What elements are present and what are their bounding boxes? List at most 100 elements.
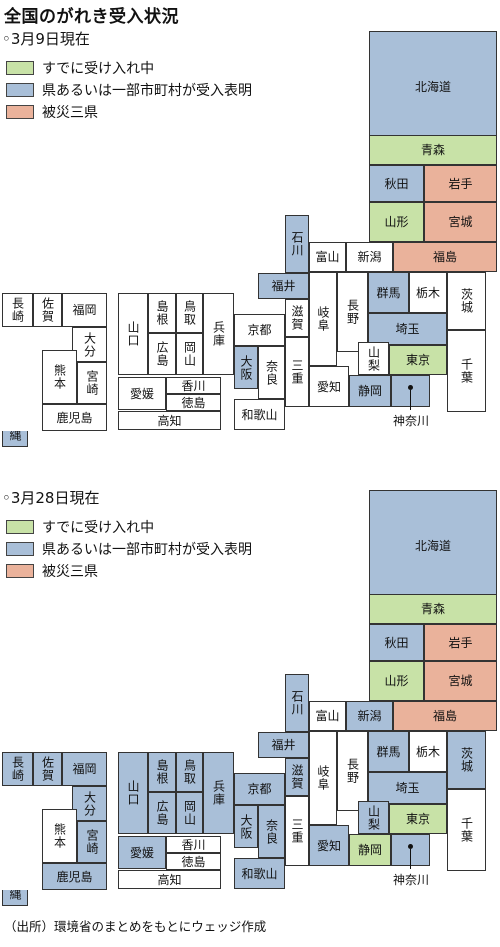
prefecture-tokyo[interactable]: 東京 <box>389 804 447 834</box>
prefecture-kagoshima[interactable]: 鹿児島 <box>42 404 107 431</box>
prefecture-kyoto[interactable]: 京都 <box>234 314 285 346</box>
map-section-march-9: ◦3月9日現在すでに受け入れ中県あるいは一部市町村が受入表明被災三県北海道青森秋… <box>0 28 500 488</box>
prefecture-nagano[interactable]: 長野 <box>337 731 368 811</box>
prefecture-kagoshima[interactable]: 鹿児島 <box>42 863 107 890</box>
prefecture-tochigi[interactable]: 栃木 <box>409 272 447 313</box>
prefecture-gunma[interactable]: 群馬 <box>368 272 409 313</box>
prefecture-aichi[interactable]: 愛知 <box>309 366 349 407</box>
prefecture-nagasaki[interactable]: 長崎 <box>2 293 33 327</box>
prefecture-hokkaido[interactable]: 北海道 <box>369 490 497 601</box>
prefecture-fukuoka[interactable]: 福岡 <box>62 293 107 327</box>
prefecture-kagawa[interactable]: 香川 <box>166 377 221 394</box>
prefecture-okayama[interactable]: 岡山 <box>176 792 203 834</box>
prefecture-tochigi[interactable]: 栃木 <box>409 731 447 772</box>
prefecture-ibaraki[interactable]: 茨城 <box>447 272 486 330</box>
prefecture-iwate[interactable]: 岩手 <box>424 165 497 202</box>
prefecture-wakayama[interactable]: 和歌山 <box>234 399 285 430</box>
prefecture-fukushima[interactable]: 福島 <box>393 242 497 272</box>
legend-swatch <box>6 83 34 97</box>
prefecture-akita[interactable]: 秋田 <box>369 624 424 661</box>
prefecture-miyagi[interactable]: 宮城 <box>424 661 497 701</box>
prefecture-mie[interactable]: 三重 <box>285 796 309 866</box>
prefecture-fukushima[interactable]: 福島 <box>393 701 497 731</box>
prefecture-hiroshima[interactable]: 広島 <box>148 792 176 834</box>
prefecture-tottori[interactable]: 鳥取 <box>176 293 203 333</box>
prefecture-miyazaki[interactable]: 宮崎 <box>77 821 107 863</box>
prefecture-shimane[interactable]: 島根 <box>148 293 176 333</box>
prefecture-oita[interactable]: 大分 <box>72 327 107 362</box>
prefecture-miyagi[interactable]: 宮城 <box>424 202 497 242</box>
prefecture-miyazaki[interactable]: 宮崎 <box>77 362 107 404</box>
prefecture-osaka[interactable]: 大阪 <box>234 805 258 848</box>
prefecture-aomori[interactable]: 青森 <box>369 135 497 165</box>
kanagawa-marker-dot <box>408 385 413 390</box>
prefecture-tokushima[interactable]: 徳島 <box>166 394 221 411</box>
prefecture-toyama[interactable]: 富山 <box>309 242 346 272</box>
prefecture-gifu[interactable]: 岐阜 <box>309 731 337 825</box>
prefecture-aichi[interactable]: 愛知 <box>309 825 349 866</box>
prefecture-mie[interactable]: 三重 <box>285 337 309 407</box>
prefecture-kumamoto[interactable]: 熊本 <box>42 809 77 863</box>
prefecture-nagasaki[interactable]: 長崎 <box>2 752 33 786</box>
prefecture-wakayama[interactable]: 和歌山 <box>234 858 285 889</box>
prefecture-shizuoka[interactable]: 静岡 <box>349 375 391 407</box>
prefecture-okayama[interactable]: 岡山 <box>176 333 203 375</box>
prefecture-iwate[interactable]: 岩手 <box>424 624 497 661</box>
prefecture-aomori[interactable]: 青森 <box>369 594 497 624</box>
prefecture-fukui[interactable]: 福井 <box>258 273 309 299</box>
prefecture-hyogo[interactable]: 兵庫 <box>203 752 234 834</box>
prefecture-hiroshima[interactable]: 広島 <box>148 333 176 375</box>
kanagawa-marker-dot <box>408 844 413 849</box>
prefecture-ishikawa[interactable]: 石川 <box>285 215 309 273</box>
prefecture-fukui[interactable]: 福井 <box>258 732 309 758</box>
prefecture-akita[interactable]: 秋田 <box>369 165 424 202</box>
prefecture-toyama[interactable]: 富山 <box>309 701 346 731</box>
prefecture-saga[interactable]: 佐賀 <box>33 293 62 327</box>
prefecture-ibaraki[interactable]: 茨城 <box>447 731 486 789</box>
prefecture-shiga[interactable]: 滋賀 <box>285 758 309 796</box>
prefecture-niigata[interactable]: 新潟 <box>346 242 393 272</box>
prefecture-gifu[interactable]: 岐阜 <box>309 272 337 366</box>
prefecture-tottori[interactable]: 鳥取 <box>176 752 203 792</box>
kanagawa-label: 神奈川 <box>393 873 430 887</box>
prefecture-kochi[interactable]: 高知 <box>118 870 221 889</box>
prefecture-shimane[interactable]: 島根 <box>148 752 176 792</box>
prefecture-yamagata[interactable]: 山形 <box>369 202 424 242</box>
prefecture-yamanashi[interactable]: 山梨 <box>358 342 389 375</box>
prefecture-hokkaido[interactable]: 北海道 <box>369 31 497 142</box>
prefecture-kumamoto[interactable]: 熊本 <box>42 350 77 404</box>
prefecture-hyogo[interactable]: 兵庫 <box>203 293 234 375</box>
prefecture-shiga[interactable]: 滋賀 <box>285 299 309 337</box>
prefecture-ehime[interactable]: 愛媛 <box>118 836 166 869</box>
map-gap <box>33 786 72 809</box>
prefecture-yamagata[interactable]: 山形 <box>369 661 424 701</box>
prefecture-fukuoka[interactable]: 福岡 <box>62 752 107 786</box>
prefecture-chiba[interactable]: 千葉 <box>447 330 486 412</box>
prefecture-niigata[interactable]: 新潟 <box>346 701 393 731</box>
prefecture-nara[interactable]: 奈良 <box>258 805 285 858</box>
legend-label: 県あるいは一部市町村が受入表明 <box>42 542 252 558</box>
prefecture-yamanashi[interactable]: 山梨 <box>358 801 389 834</box>
prefecture-kochi[interactable]: 高知 <box>118 411 221 430</box>
prefecture-nagano[interactable]: 長野 <box>337 272 368 352</box>
prefecture-yamaguchi[interactable]: 山口 <box>118 293 148 375</box>
prefecture-saitama[interactable]: 埼玉 <box>368 313 447 345</box>
prefecture-nara[interactable]: 奈良 <box>258 346 285 399</box>
prefecture-oita[interactable]: 大分 <box>72 786 107 821</box>
prefecture-kyoto[interactable]: 京都 <box>234 773 285 805</box>
prefecture-saga[interactable]: 佐賀 <box>33 752 62 786</box>
legend-label: 被災三県 <box>42 564 98 580</box>
prefecture-saitama[interactable]: 埼玉 <box>368 772 447 804</box>
prefecture-ehime[interactable]: 愛媛 <box>118 377 166 410</box>
prefecture-osaka[interactable]: 大阪 <box>234 346 258 389</box>
prefecture-gunma[interactable]: 群馬 <box>368 731 409 772</box>
legend-swatch <box>6 520 34 534</box>
prefecture-yamaguchi[interactable]: 山口 <box>118 752 148 834</box>
prefecture-tokyo[interactable]: 東京 <box>389 345 447 375</box>
prefecture-tokushima[interactable]: 徳島 <box>166 853 221 870</box>
legend-label: 県あるいは一部市町村が受入表明 <box>42 83 252 99</box>
prefecture-ishikawa[interactable]: 石川 <box>285 674 309 732</box>
prefecture-kagawa[interactable]: 香川 <box>166 836 221 853</box>
prefecture-chiba[interactable]: 千葉 <box>447 789 486 871</box>
prefecture-shizuoka[interactable]: 静岡 <box>349 834 391 866</box>
